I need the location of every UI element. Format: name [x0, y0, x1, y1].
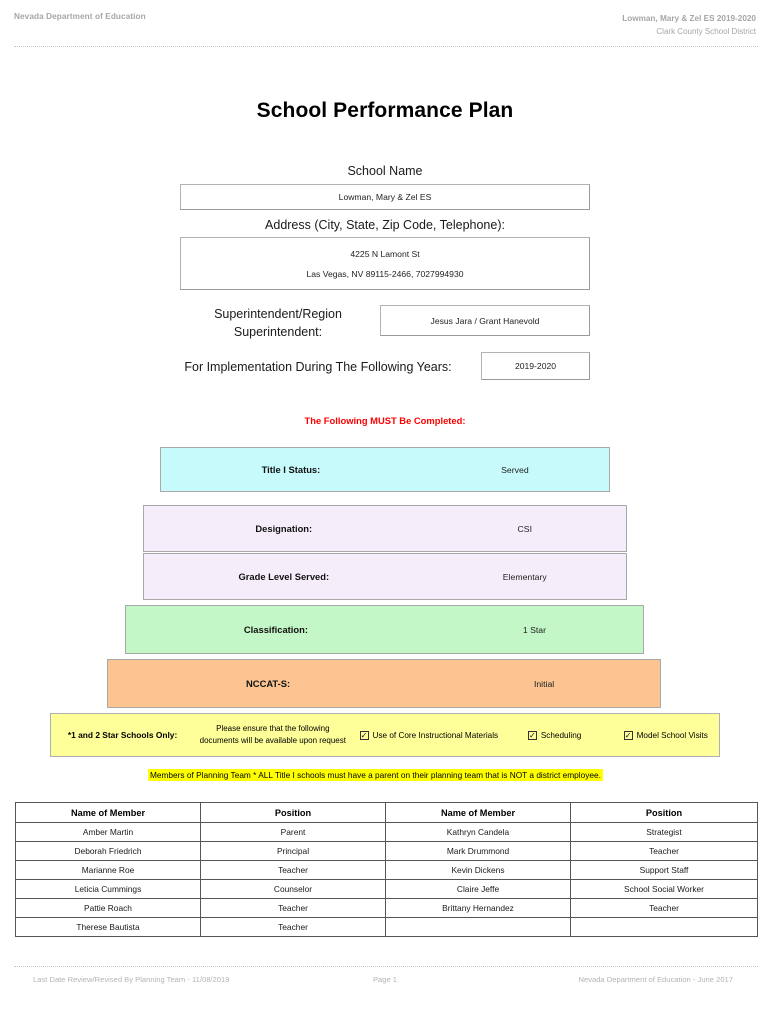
- cell-member-position[interactable]: [570, 917, 758, 937]
- footer-page-number: Page 1: [372, 975, 398, 984]
- checkbox-label-scheduling: Scheduling: [540, 730, 582, 740]
- column-header-position-2: Position: [570, 802, 758, 823]
- checkmark-icon[interactable]: ✓: [623, 730, 633, 740]
- cell-member-position[interactable]: Teacher: [570, 841, 758, 861]
- status-bar-grade-level-label: Grade Level Served:: [238, 571, 330, 582]
- cell-member-position[interactable]: Teacher: [200, 917, 386, 937]
- table-header-row: Name of Member Position Name of Member P…: [15, 802, 758, 823]
- page-title: School Performance Plan: [256, 99, 514, 122]
- cell-member-name[interactable]: Pattie Roach: [15, 898, 201, 918]
- star-schools-note-line-1: Please ensure that the following: [216, 724, 330, 733]
- star-schools-title: *1 and 2 Star Schools Only:: [67, 730, 178, 740]
- cell-member-position[interactable]: Counselor: [200, 879, 386, 899]
- cell-member-name[interactable]: Marianne Roe: [15, 860, 201, 880]
- planning-team-note: Members of Planning Team * ALL Title I s…: [148, 769, 603, 781]
- header-school-info: Lowman, Mary & Zel ES 2019-2020 Clark Co…: [622, 12, 756, 38]
- status-bar-title-i[interactable]: Title I Status: Served: [160, 447, 610, 492]
- cell-member-name[interactable]: Claire Jeffe: [385, 879, 571, 899]
- school-name-field[interactable]: Lowman, Mary & Zel ES: [180, 184, 590, 210]
- superintendent-value: Jesus Jara / Grant Hanevold: [430, 315, 540, 326]
- planning-team-table: Name of Member Position Name of Member P…: [15, 802, 758, 937]
- header-divider: [14, 46, 758, 47]
- cell-member-name[interactable]: Therese Bautista: [15, 917, 201, 937]
- cell-member-position[interactable]: School Social Worker: [570, 879, 758, 899]
- star-schools-note-line-2: documents will be available upon request: [199, 736, 346, 745]
- school-name-value: Lowman, Mary & Zel ES: [338, 192, 432, 202]
- cell-member-position[interactable]: Support Staff: [570, 860, 758, 880]
- address-line-2: Las Vegas, NV 89115-2466, 7027994930: [306, 268, 464, 279]
- checkbox-label-model-school-visits: Model School Visits: [636, 730, 708, 740]
- status-bar-classification[interactable]: Classification: 1 Star: [125, 605, 644, 654]
- status-bar-nccat-s-value: Initial: [533, 678, 555, 689]
- cell-member-position[interactable]: Parent: [200, 822, 386, 842]
- address-field[interactable]: 4225 N Lamont St Las Vegas, NV 89115-246…: [180, 237, 590, 290]
- cell-member-name[interactable]: Kevin Dickens: [385, 860, 571, 880]
- status-bar-title-i-label: Title I Status:: [261, 464, 321, 475]
- cell-member-position[interactable]: Teacher: [570, 898, 758, 918]
- status-bar-grade-level-value: Elementary: [502, 571, 547, 582]
- superintendent-label: Superintendent/Region Superintendent:: [214, 307, 342, 339]
- status-bar-grade-level[interactable]: Grade Level Served: Elementary: [143, 553, 627, 600]
- status-bar-title-i-value: Served: [501, 464, 529, 475]
- status-bar-designation-value: CSI: [517, 523, 533, 534]
- checkbox-label-core-materials: Use of Core Instructional Materials: [372, 730, 499, 740]
- implementation-years-value: 2019-2020: [514, 361, 557, 371]
- status-bar-designation-label: Designation:: [255, 523, 313, 534]
- superintendent-field[interactable]: Jesus Jara / Grant Hanevold: [380, 305, 590, 336]
- address-line-1: 4225 N Lamont St: [350, 248, 420, 259]
- checkmark-icon[interactable]: ✓: [359, 730, 369, 740]
- footer-source: Nevada Department of Education - June 20…: [578, 975, 733, 984]
- star-schools-strip: *1 and 2 Star Schools Only: Please ensur…: [50, 713, 720, 757]
- page-header: Nevada Department of Education Lowman, M…: [14, 12, 756, 46]
- cell-member-name[interactable]: Leticia Cummings: [15, 879, 201, 899]
- status-bar-classification-value: 1 Star: [522, 624, 547, 635]
- checkbox-row-scheduling[interactable]: ✓ Scheduling: [520, 730, 616, 740]
- cell-member-position[interactable]: Teacher: [200, 860, 386, 880]
- checkbox-row-model-school-visits[interactable]: ✓ Model School Visits: [616, 730, 719, 740]
- cell-member-position[interactable]: Strategist: [570, 822, 758, 842]
- cell-member-position[interactable]: Teacher: [200, 898, 386, 918]
- cell-member-name[interactable]: Brittany Hernandez: [385, 898, 571, 918]
- school-name-label: School Name: [347, 164, 423, 178]
- status-bar-designation[interactable]: Designation: CSI: [143, 505, 627, 552]
- footer-revision-date: Last Date Review/Revised By Planning Tea…: [33, 975, 230, 984]
- status-bar-nccat-s[interactable]: NCCAT-S: Initial: [107, 659, 661, 708]
- cell-member-name[interactable]: Deborah Friedrich: [15, 841, 201, 861]
- status-bar-classification-label: Classification:: [243, 624, 308, 635]
- status-bar-nccat-s-label: NCCAT-S:: [246, 678, 291, 689]
- cell-member-position[interactable]: Principal: [200, 841, 386, 861]
- column-header-position-1: Position: [200, 802, 386, 823]
- cell-member-name[interactable]: [385, 917, 571, 937]
- cell-member-name[interactable]: Kathryn Candela: [385, 822, 571, 842]
- address-label: Address (City, State, Zip Code, Telephon…: [265, 218, 505, 232]
- footer-divider: [14, 966, 758, 967]
- star-schools-note: Please ensure that the following documen…: [194, 723, 351, 747]
- column-header-name-2: Name of Member: [385, 802, 571, 823]
- checkbox-row-core-materials[interactable]: ✓ Use of Core Instructional Materials: [352, 730, 520, 740]
- must-complete-notice: The Following MUST Be Completed:: [304, 415, 466, 426]
- implementation-years-label: For Implementation During The Following …: [184, 360, 452, 374]
- header-district: Clark County School District: [656, 27, 756, 36]
- header-agency-name: Nevada Department of Education: [14, 12, 146, 21]
- column-header-name-1: Name of Member: [15, 802, 201, 823]
- implementation-years-field[interactable]: 2019-2020: [481, 352, 590, 380]
- cell-member-name[interactable]: Mark Drummond: [385, 841, 571, 861]
- cell-member-name[interactable]: Amber Martin: [15, 822, 201, 842]
- header-school-year: Lowman, Mary & Zel ES 2019-2020: [622, 14, 756, 23]
- checkmark-icon[interactable]: ✓: [527, 730, 537, 740]
